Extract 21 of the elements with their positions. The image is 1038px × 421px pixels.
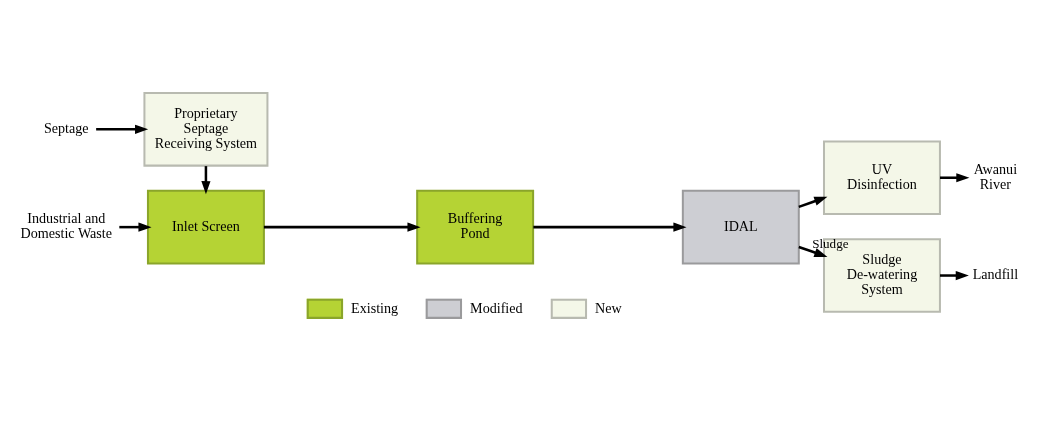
node-box: IDAL — [681, 189, 800, 264]
node-text: Septage — [43, 119, 89, 136]
arrow — [797, 196, 827, 208]
arrow — [797, 245, 827, 257]
arrow — [118, 222, 152, 232]
node-text: Awanui River — [973, 160, 1017, 192]
node-box: Buffering Pond — [415, 189, 534, 264]
node-box: Proprietary Septage Receiving System — [142, 91, 268, 167]
arrow — [263, 222, 421, 232]
arrow — [939, 270, 969, 280]
legend-label: Modified — [469, 299, 523, 316]
edge-label: Sludge — [811, 235, 849, 251]
node-text: Industrial and Domestic Waste — [20, 209, 112, 241]
legend-label: New — [594, 299, 622, 316]
legend-label: Existing — [350, 299, 398, 316]
node-box: Inlet Screen — [146, 189, 265, 264]
arrow — [939, 172, 969, 182]
node-text: Landfill — [972, 265, 1018, 282]
node-box: UV Disinfection — [822, 139, 941, 215]
arrow — [532, 222, 687, 232]
arrow — [95, 124, 148, 134]
